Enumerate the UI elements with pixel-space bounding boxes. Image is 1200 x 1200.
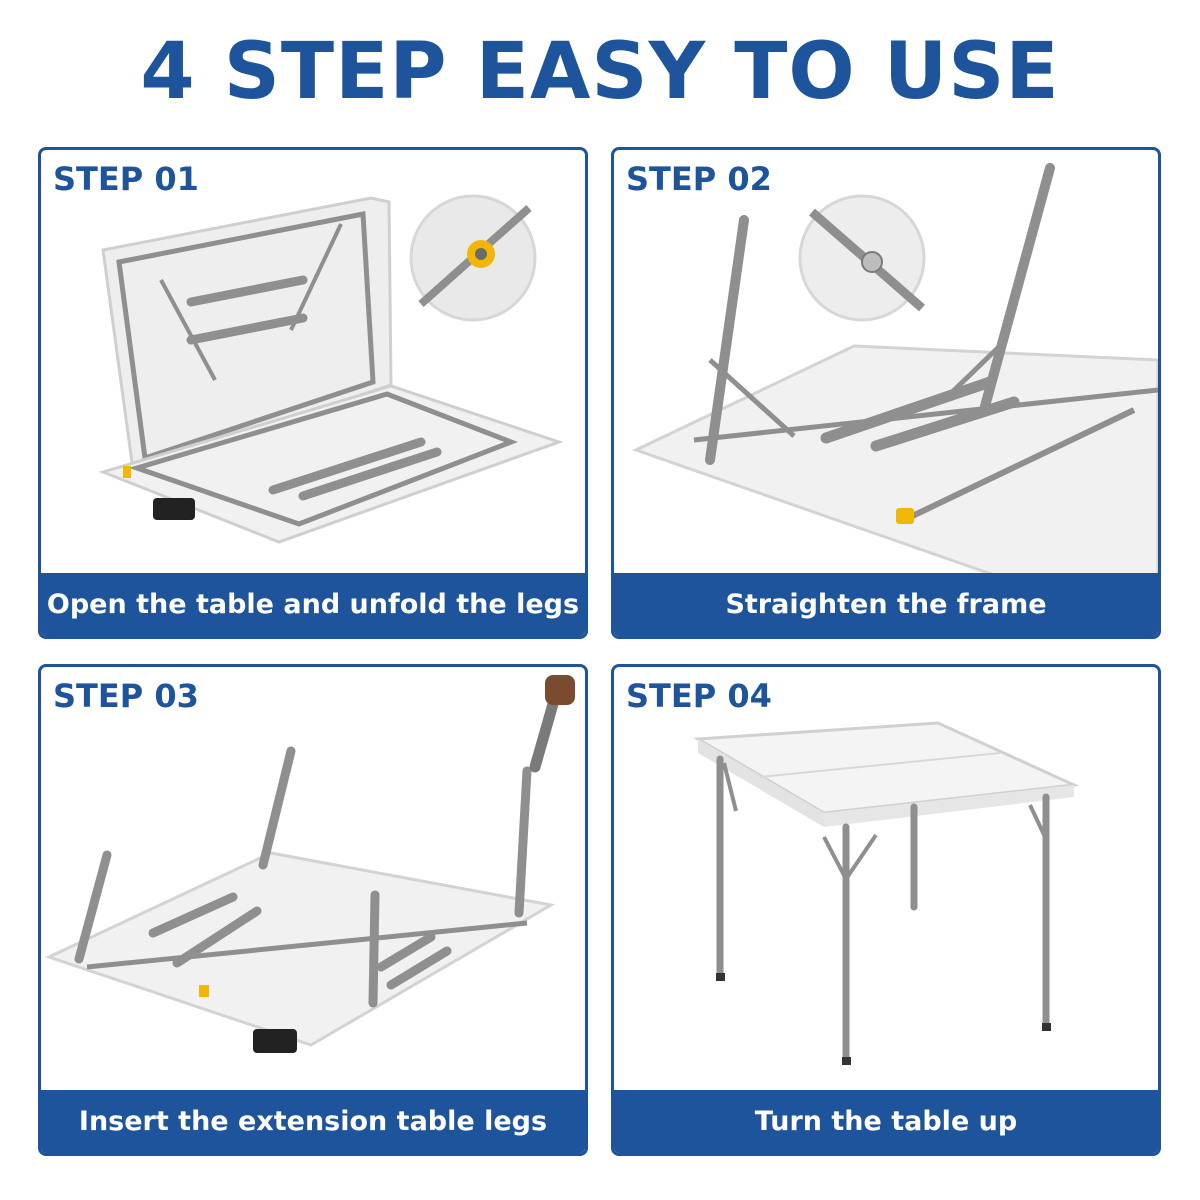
page-title: 4 STEP EASY TO USE xyxy=(140,27,1060,117)
folding-table-open-illustration xyxy=(98,194,564,544)
step-02-panel: STEP 02 Straighten the frame xyxy=(611,147,1161,639)
step-01-caption: Open the table and unfold the legs xyxy=(41,573,585,636)
step-03-panel: STEP 03 Insert the extension table legs xyxy=(38,664,588,1156)
step-03-caption: Insert the extension table legs xyxy=(41,1090,585,1153)
step-04-panel: STEP 04 Turn the table up xyxy=(611,664,1161,1156)
insert-legs-illustration xyxy=(44,675,575,1053)
step-02-caption: Straighten the frame xyxy=(614,573,1158,636)
frame-straighten-illustration xyxy=(632,163,1158,575)
step-01-panel: STEP 01 Open the table and unfold the le… xyxy=(38,147,588,639)
step-04-label: STEP 04 xyxy=(626,677,772,715)
upright-table-illustration xyxy=(693,721,1080,1065)
step-03-label: STEP 03 xyxy=(53,677,199,715)
step-02-label: STEP 02 xyxy=(626,160,772,198)
step-01-label: STEP 01 xyxy=(53,160,199,198)
step-04-caption: Turn the table up xyxy=(614,1090,1158,1153)
